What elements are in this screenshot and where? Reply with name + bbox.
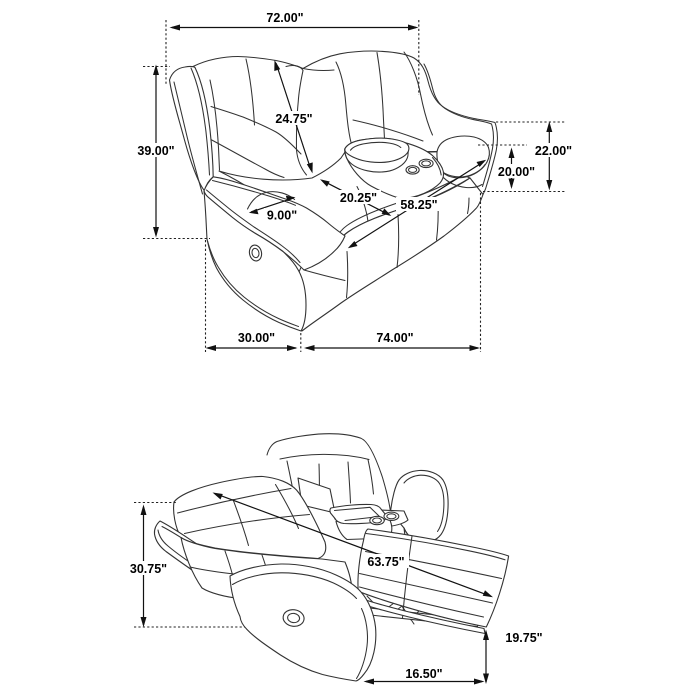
svg-text:39.00": 39.00" [137, 144, 174, 158]
svg-text:74.00": 74.00" [376, 331, 413, 345]
svg-text:20.00": 20.00" [498, 165, 535, 179]
svg-text:9.00": 9.00" [267, 209, 297, 223]
svg-text:72.00": 72.00" [266, 11, 303, 25]
svg-text:30.00": 30.00" [238, 331, 275, 345]
svg-text:63.75": 63.75" [367, 555, 404, 569]
svg-text:30.75": 30.75" [130, 562, 167, 576]
svg-text:20.25": 20.25" [340, 191, 377, 205]
svg-text:19.75": 19.75" [505, 631, 542, 645]
svg-text:24.75": 24.75" [275, 112, 312, 126]
svg-text:58.25": 58.25" [400, 198, 437, 212]
svg-text:16.50": 16.50" [405, 667, 442, 681]
svg-text:22.00": 22.00" [535, 144, 572, 158]
